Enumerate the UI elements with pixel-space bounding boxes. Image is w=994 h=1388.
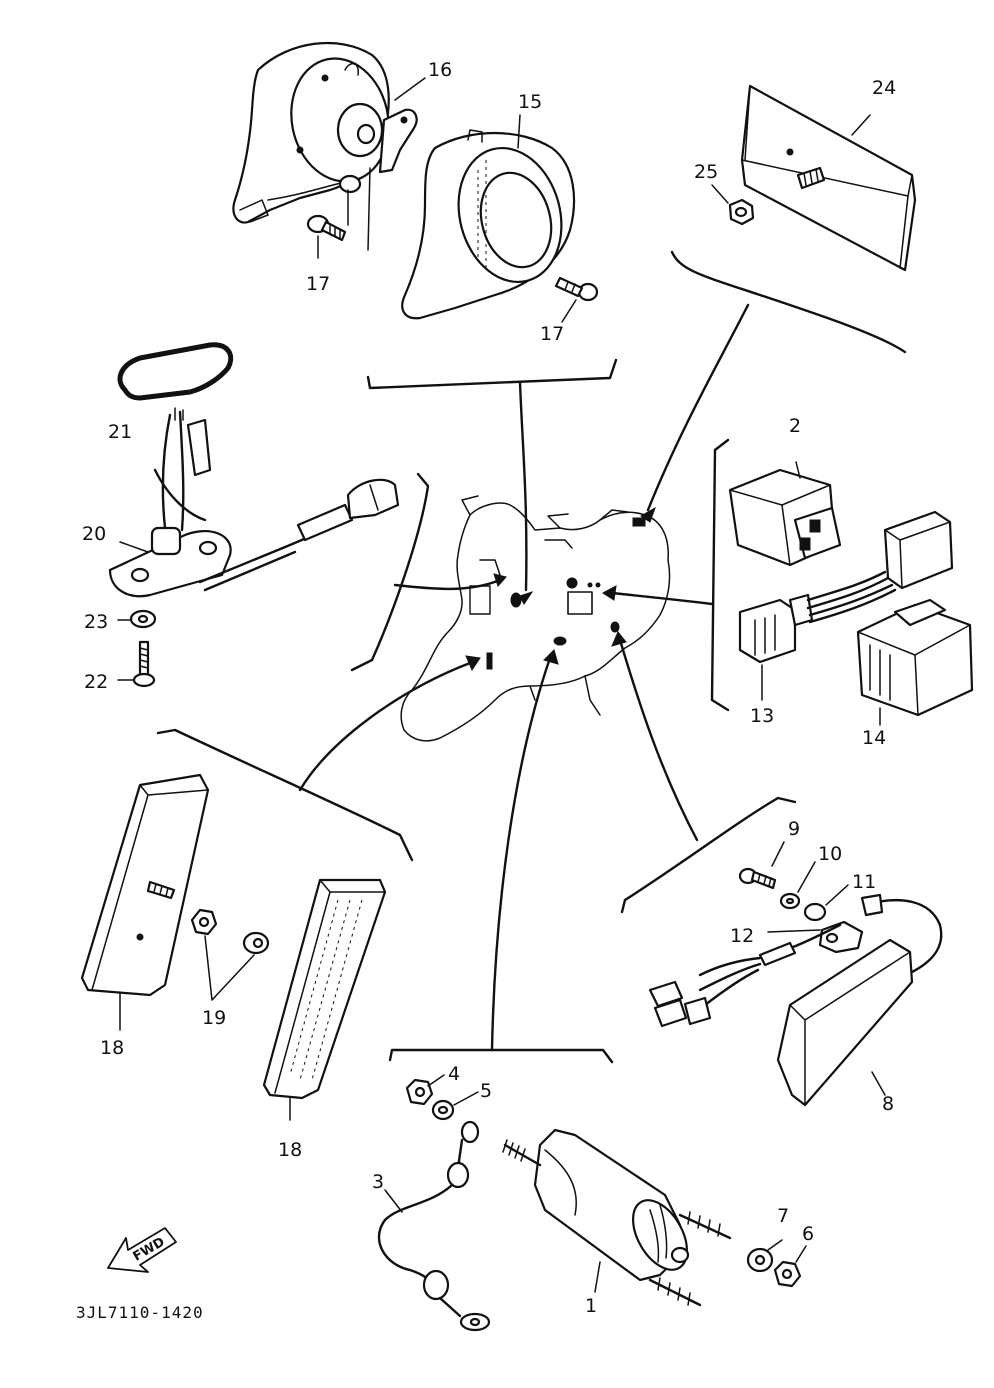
connector-14 — [856, 598, 974, 726]
callout-14: 14 — [862, 727, 886, 749]
callout-17-right: 17 — [540, 323, 564, 345]
reflector-18-left — [80, 773, 210, 1031]
nut-4 — [405, 1074, 445, 1106]
reflector-18-right — [262, 878, 387, 1121]
callout-13: 13 — [750, 705, 774, 727]
callout-9: 9 — [788, 818, 800, 840]
bolt-9 — [738, 841, 785, 890]
battery-location — [567, 591, 593, 615]
callout-16: 16 — [428, 59, 452, 81]
callout-6: 6 — [802, 1223, 814, 1245]
callout-3: 3 — [372, 1171, 384, 1193]
lead-wire-3 — [378, 1120, 491, 1332]
callout-labels: 1 2 3 4 5 6 7 8 9 10 11 12 13 14 15 16 1… — [82, 59, 896, 1317]
bolt-17-left — [306, 214, 347, 259]
starter-relay-1 — [502, 1128, 732, 1307]
nut-11 — [803, 884, 849, 922]
callout-5: 5 — [480, 1080, 492, 1102]
fuel-sender-20 — [108, 407, 400, 598]
callout-15: 15 — [518, 91, 542, 113]
callout-1: 1 — [585, 1295, 597, 1317]
rectifier-8 — [648, 893, 943, 1107]
stud-and-nut-25 — [711, 166, 826, 226]
washer-5 — [431, 1091, 479, 1121]
callout-2: 2 — [789, 415, 801, 437]
diagram-code: 3JL7110-1420 — [76, 1303, 204, 1322]
callout-25: 25 — [694, 161, 718, 183]
callout-18-left: 18 — [100, 1037, 124, 1059]
gasket-21 — [117, 342, 234, 401]
connector-13 — [738, 510, 954, 701]
callout-23: 23 — [84, 611, 108, 633]
callout-4: 4 — [448, 1063, 460, 1085]
callout-24: 24 — [872, 77, 896, 99]
leader-lines — [156, 250, 907, 1064]
washer-10 — [779, 861, 816, 910]
reflector-24 — [740, 84, 917, 272]
washer-7 — [746, 1239, 783, 1273]
callout-11: 11 — [852, 871, 876, 893]
callout-20: 20 — [82, 523, 106, 545]
forward-direction-arrow: FWD — [107, 1227, 177, 1273]
callout-19: 19 — [202, 1007, 226, 1029]
washer-23 — [129, 609, 157, 629]
nuts-19 — [190, 908, 270, 1001]
callout-12: 12 — [730, 925, 754, 947]
callout-10: 10 — [818, 843, 842, 865]
callout-8: 8 — [882, 1093, 894, 1115]
horn-16 — [232, 41, 426, 251]
bolt-17-right — [554, 276, 599, 323]
callout-22: 22 — [84, 671, 108, 693]
horn-15 — [401, 114, 576, 320]
screw-22 — [117, 619, 156, 688]
callout-18-right: 18 — [278, 1139, 302, 1161]
callout-7: 7 — [777, 1205, 789, 1227]
relay-2 — [728, 461, 842, 567]
nut-6 — [773, 1245, 807, 1288]
callout-21: 21 — [108, 421, 132, 443]
callout-17-left: 17 — [306, 273, 330, 295]
